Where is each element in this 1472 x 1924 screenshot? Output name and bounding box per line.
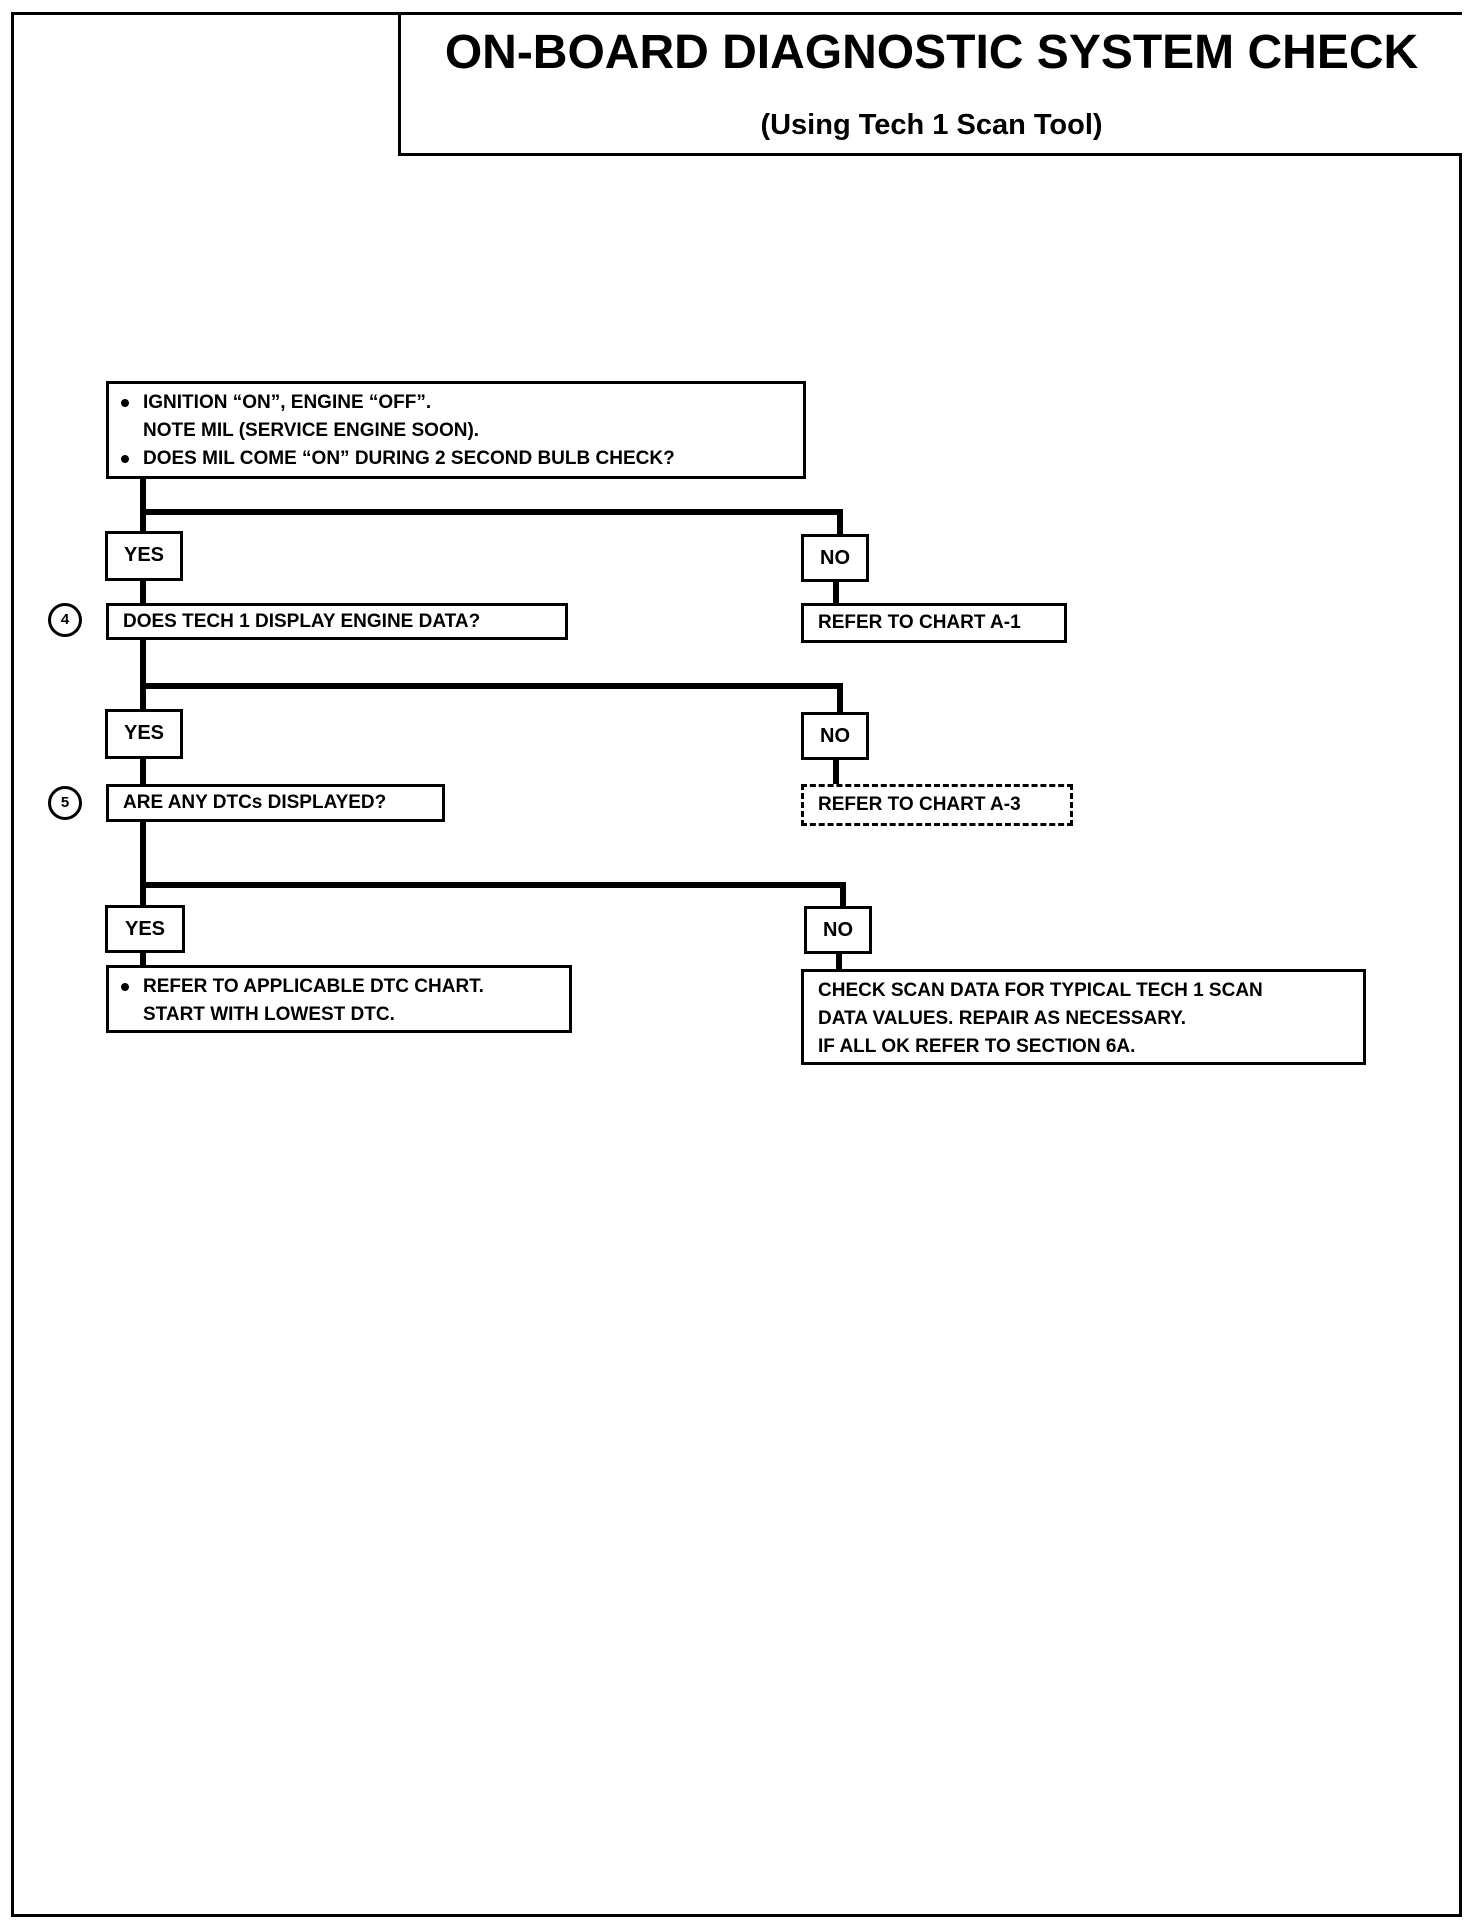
dtc-chart-line-2: START WITH LOWEST DTC. — [143, 1004, 395, 1025]
step1-box: IGNITION “ON”, ENGINE “OFF”. NOTE MIL (S… — [106, 381, 806, 479]
page-title: ON-BOARD DIAGNOSTIC SYSTEM CHECK — [444, 26, 1419, 79]
no-label-1: NO — [801, 534, 869, 582]
page-subtitle: (Using Tech 1 Scan Tool) — [760, 109, 1103, 141]
chart-a3-text: REFER TO CHART A-3 — [818, 794, 1021, 815]
connector-step1-no-branch — [140, 509, 843, 535]
step5-question-text: ARE ANY DTCs DISPLAYED? — [123, 792, 387, 813]
step4-number-circle: 4 — [48, 603, 82, 637]
scan-data-line-3: IF ALL OK REFER TO SECTION 6A. — [818, 1036, 1136, 1057]
chart-a1-box: REFER TO CHART A-1 — [801, 603, 1067, 643]
scan-data-box: CHECK SCAN DATA FOR TYPICAL TECH 1 SCAN … — [801, 969, 1366, 1065]
chart-a3-box: REFER TO CHART A-3 — [801, 784, 1073, 826]
title-box: ON-BOARD DIAGNOSTIC SYSTEM CHECK (Using … — [398, 12, 1462, 156]
dtc-chart-box: REFER TO APPLICABLE DTC CHART. START WIT… — [106, 965, 572, 1033]
chart-a1-text: REFER TO CHART A-1 — [818, 612, 1021, 633]
scan-data-line-2: DATA VALUES. REPAIR AS NECESSARY. — [818, 1008, 1187, 1029]
step4-question-box: DOES TECH 1 DISPLAY ENGINE DATA? — [106, 603, 568, 640]
step1-line-1: IGNITION “ON”, ENGINE “OFF”. — [109, 389, 803, 417]
no-label-3: NO — [804, 906, 872, 954]
dtc-chart-line-1: REFER TO APPLICABLE DTC CHART. — [109, 973, 569, 1001]
step5-question-box: ARE ANY DTCs DISPLAYED? — [106, 784, 445, 822]
connector-step4-no-branch — [140, 683, 843, 715]
scan-data-line-1: CHECK SCAN DATA FOR TYPICAL TECH 1 SCAN — [818, 980, 1263, 1001]
yes-label-2: YES — [105, 709, 183, 759]
step4-question-text: DOES TECH 1 DISPLAY ENGINE DATA? — [123, 611, 481, 632]
connector-step5-no-branch — [140, 882, 846, 910]
step1-line-2: NOTE MIL (SERVICE ENGINE SOON). — [143, 420, 480, 441]
yes-label-3: YES — [105, 905, 185, 953]
step5-number-circle: 5 — [48, 786, 82, 820]
step1-line-3: DOES MIL COME “ON” DURING 2 SECOND BULB … — [109, 445, 803, 473]
yes-label-1: YES — [105, 531, 183, 581]
no-label-2: NO — [801, 712, 869, 760]
